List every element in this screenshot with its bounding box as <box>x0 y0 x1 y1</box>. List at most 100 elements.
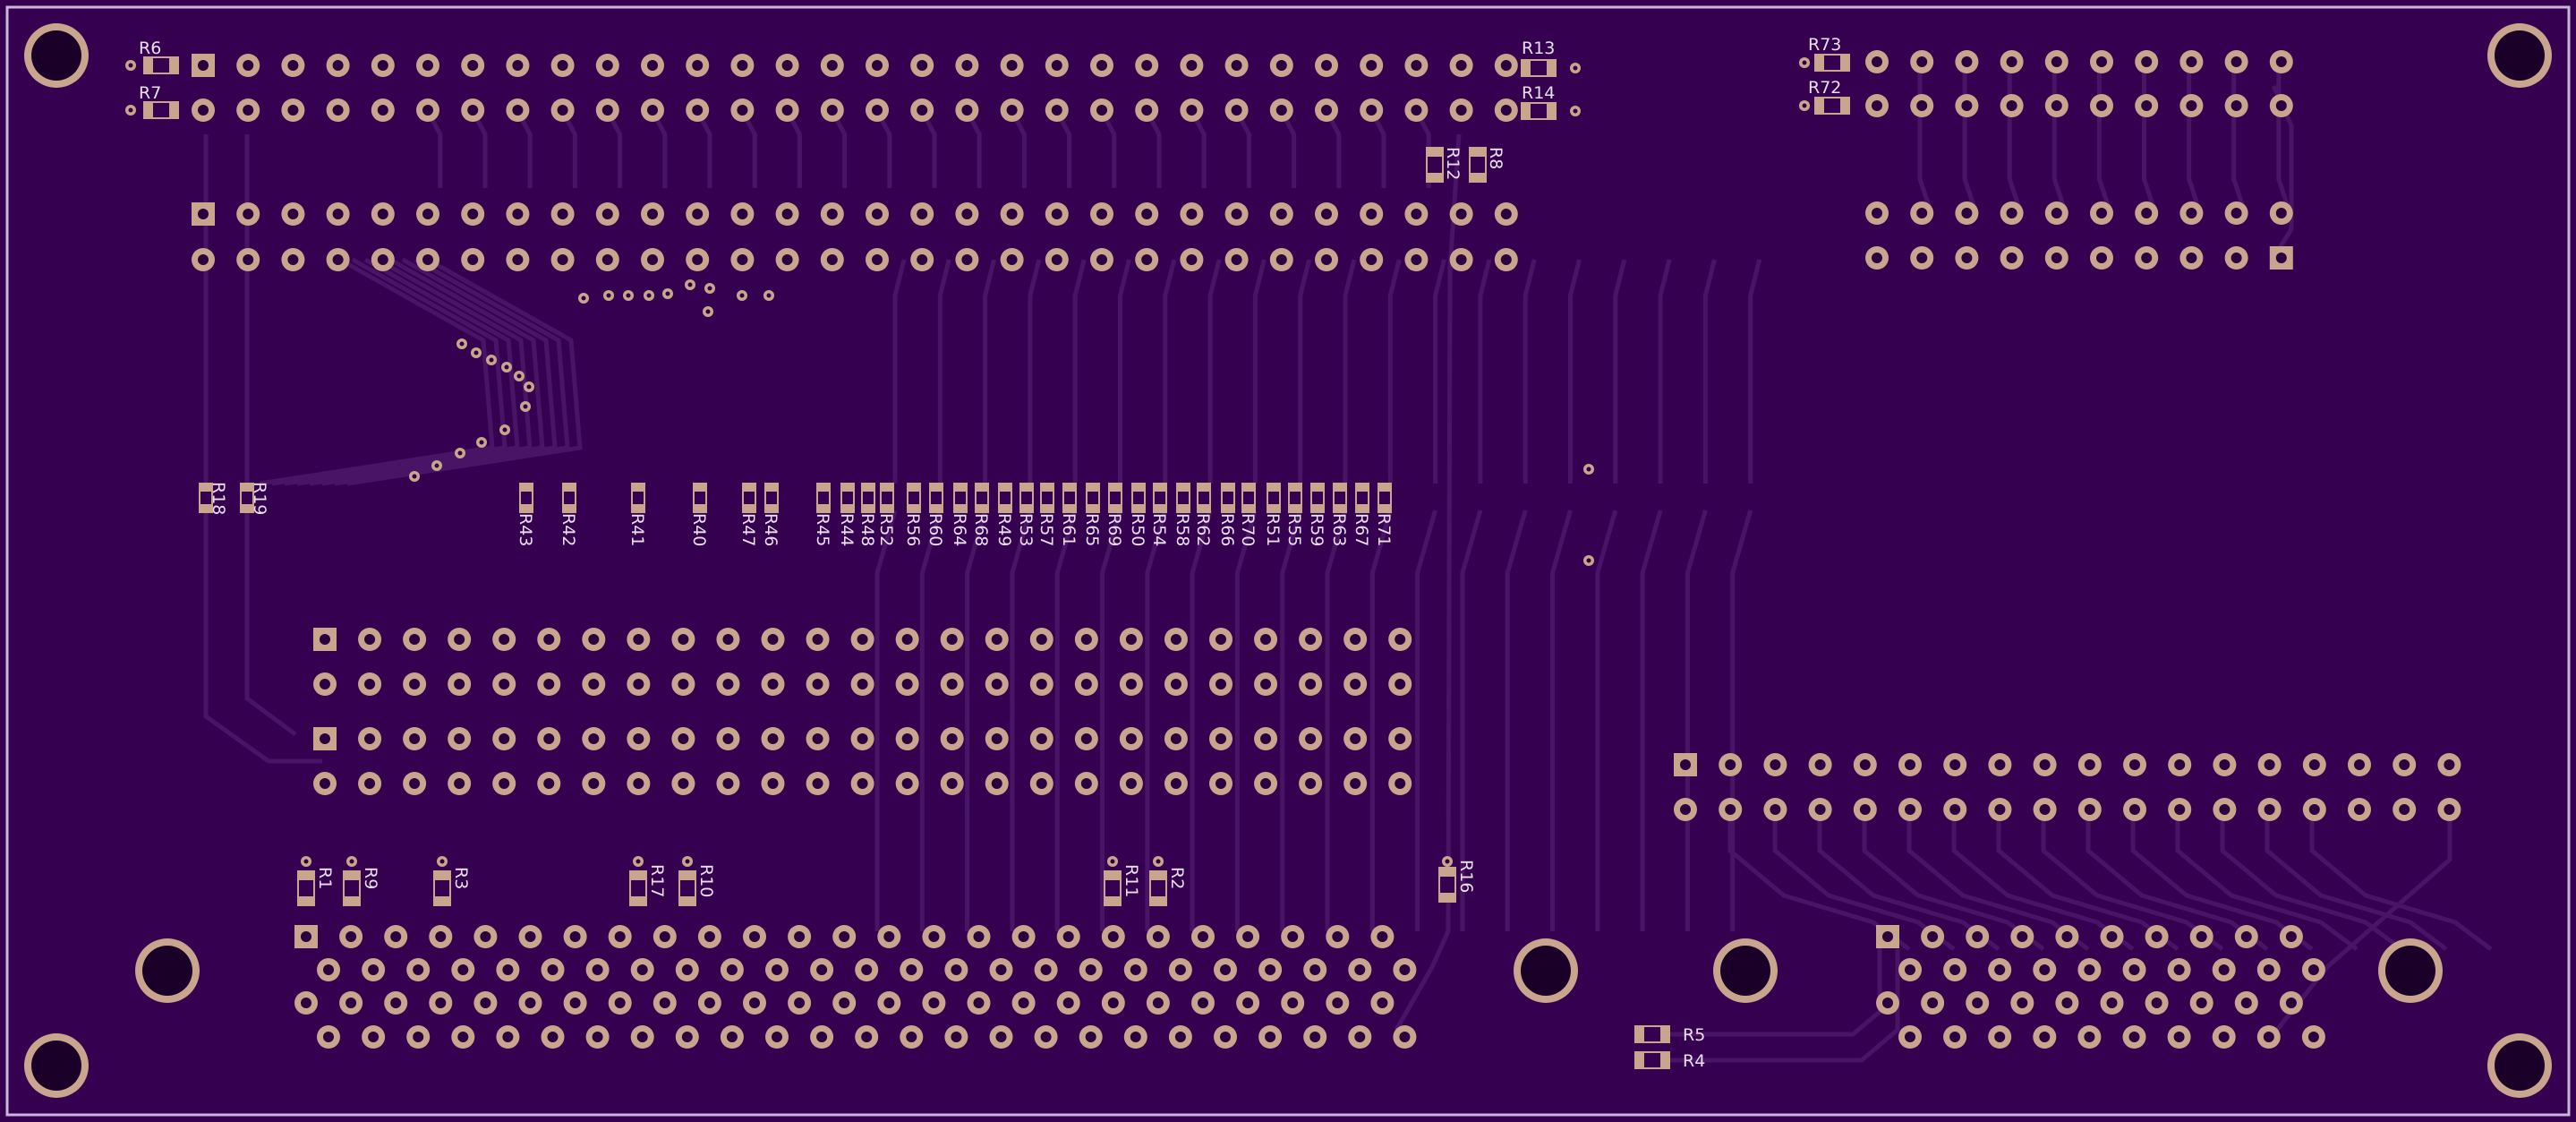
pin-pad <box>1876 925 1899 948</box>
resistor-R46 <box>764 483 779 513</box>
via <box>409 471 420 482</box>
pin-pad <box>866 54 889 77</box>
mounting-hole <box>2487 23 2552 88</box>
pin-pad <box>922 991 946 1015</box>
pin-pad <box>281 54 305 77</box>
pin-pad <box>541 958 565 981</box>
pin-pad <box>1119 727 1143 750</box>
pin-pad <box>1326 925 1350 948</box>
pin-pad <box>1101 925 1125 948</box>
resistor-R67 <box>1355 483 1369 513</box>
pin-pad <box>2077 753 2102 776</box>
pin-pad <box>1719 798 1743 821</box>
pin-pad <box>192 54 215 77</box>
pin-pad <box>1034 958 1058 981</box>
pin-pad <box>313 727 337 750</box>
pin-pad <box>2044 94 2068 117</box>
trace <box>346 257 583 486</box>
via <box>662 288 673 299</box>
pin-pad <box>281 202 305 226</box>
pin-pad <box>2257 753 2282 776</box>
pin-pad <box>1898 798 1922 821</box>
label-R55: R55 <box>1284 513 1304 546</box>
label-R41: R41 <box>627 513 647 546</box>
via <box>644 290 654 301</box>
pin-pad <box>765 1025 789 1049</box>
pin-pad <box>985 628 1009 651</box>
pin-pad <box>1224 202 1249 226</box>
pin-pad <box>1404 54 1429 77</box>
pin-pad <box>1343 772 1368 795</box>
pin-pad <box>627 727 651 750</box>
pin-pad <box>1299 727 1323 750</box>
pin-pad <box>955 98 979 122</box>
resistor-R65 <box>1086 483 1100 513</box>
pin-pad <box>1404 248 1429 271</box>
pin-pad <box>1876 991 1899 1015</box>
pin-pad <box>1853 753 1877 776</box>
pin-pad <box>1254 772 1278 795</box>
pin-pad <box>281 248 305 271</box>
pin-pad <box>2212 1025 2236 1049</box>
pin-pad <box>2044 201 2068 225</box>
pin-pad <box>810 958 834 981</box>
pin-pad <box>2044 246 2068 270</box>
pin-pad <box>1011 991 1036 1015</box>
pin-pad <box>192 248 215 271</box>
pin-pad <box>1315 54 1338 77</box>
board-edge <box>5 5 2571 1117</box>
label-R7: R7 <box>139 83 161 103</box>
pin-pad <box>1393 958 1417 981</box>
pin-pad <box>1000 98 1024 122</box>
pin-pad <box>720 958 744 981</box>
pin-pad <box>492 727 516 750</box>
via <box>346 856 357 867</box>
label-R51: R51 <box>1263 513 1283 546</box>
pin-pad <box>537 628 561 651</box>
pin-pad <box>1164 727 1188 750</box>
pin-pad <box>236 98 260 122</box>
pin-pad <box>1281 991 1305 1015</box>
pin-pad <box>2123 798 2146 821</box>
pin-pad <box>955 202 979 226</box>
pin-pad <box>627 772 651 795</box>
pin-pad <box>1180 54 1204 77</box>
pin-pad <box>775 98 799 122</box>
pin-pad <box>1079 958 1103 981</box>
label-R52: R52 <box>876 513 896 546</box>
pin-pad <box>850 672 874 696</box>
label-R50: R50 <box>1128 513 1147 546</box>
pin-pad <box>1943 958 1967 981</box>
pin-pad <box>1988 1025 2012 1049</box>
pin-pad <box>1135 248 1159 271</box>
via <box>1107 856 1118 867</box>
pin-pad <box>1370 991 1395 1015</box>
via <box>501 362 512 373</box>
trace <box>1702 259 1717 484</box>
pin-pad <box>1315 202 1338 226</box>
label-R42: R42 <box>559 513 578 546</box>
via <box>1583 464 1594 475</box>
pin-pad <box>1164 772 1188 795</box>
pin-pad <box>922 925 946 948</box>
pin-pad <box>967 991 991 1015</box>
pin-pad <box>1224 98 1249 122</box>
pin-pad <box>855 1025 879 1049</box>
pin-pad <box>1281 925 1305 948</box>
label-R73: R73 <box>1808 35 1841 55</box>
resistor-R40 <box>693 483 707 513</box>
pin-pad <box>2224 246 2248 270</box>
pin-pad <box>1360 248 1384 271</box>
pin-pad <box>1146 925 1170 948</box>
pin-pad <box>326 248 350 271</box>
pin-pad <box>2301 1025 2325 1049</box>
pin-pad <box>236 202 260 226</box>
pin-pad <box>2224 50 2248 73</box>
label-R5: R5 <box>1683 1025 1705 1045</box>
pin-pad <box>1074 672 1098 696</box>
pin-pad <box>339 925 363 948</box>
label-R12: R12 <box>1443 147 1463 180</box>
pin-pad <box>955 54 979 77</box>
trace <box>1028 259 1042 484</box>
resistor-R53 <box>1019 483 1034 513</box>
